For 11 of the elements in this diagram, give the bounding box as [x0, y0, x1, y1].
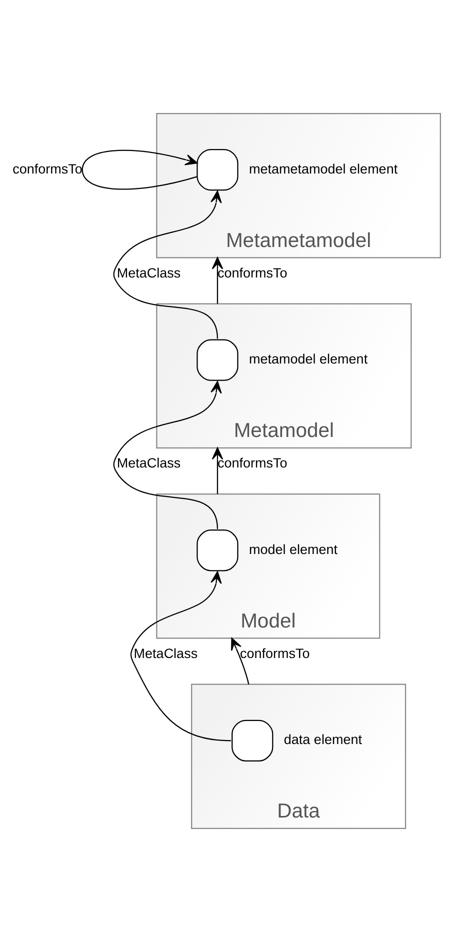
edge-label: conformsTo	[240, 646, 310, 662]
node-label: metamodel element	[249, 352, 368, 367]
node-label: data element	[284, 732, 362, 748]
edge-label: MetaClass	[116, 265, 181, 280]
edge-label: conformsTo	[218, 265, 288, 280]
edge-label: conformsTo	[218, 456, 288, 471]
edge-label: conformsTo	[12, 161, 82, 176]
node-label: model element	[249, 542, 338, 557]
node-label: metametamodel element	[249, 161, 398, 176]
edge-label: MetaClass	[116, 456, 181, 471]
edge-label: MetaClass	[134, 646, 198, 662]
